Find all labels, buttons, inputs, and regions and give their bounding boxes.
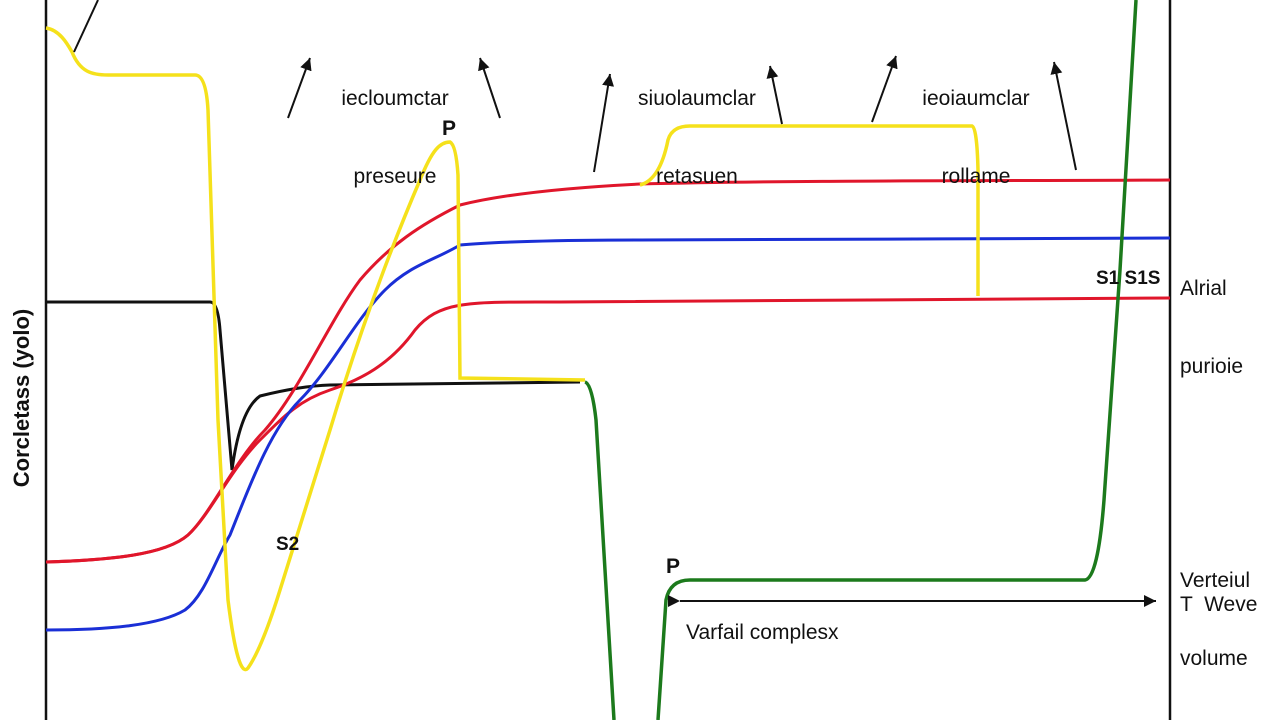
phase2-label: siuolaumclar retasuen: [612, 34, 782, 216]
arrow-top-left: [73, 0, 99, 53]
phase2-label-line2: retasuen: [656, 165, 738, 188]
y-axis-label: Corcletass (yolo): [9, 308, 34, 488]
arial-label-line1: Alrial: [1180, 277, 1227, 300]
phase3-label-line2: rollame: [941, 165, 1011, 188]
arrow-phase2-right: [766, 65, 783, 125]
p-wave-bottom-label: P: [666, 555, 681, 578]
blue-curve: [45, 236, 1171, 632]
arial-label: Alrial purioie: [1180, 224, 1243, 406]
arial-label-line2: purioie: [1180, 355, 1244, 378]
phase3-label-line1: ieoiaumclar: [922, 87, 1030, 110]
p-wave-top-label: P: [442, 117, 457, 140]
t-wave-label: T Weve: [1180, 593, 1258, 616]
phase1-label-line1: iecloumctar: [341, 87, 449, 110]
phase1-label-line2: preseure: [353, 165, 437, 188]
arrow-phase3-left: [871, 55, 898, 123]
verteil-label: Verteiul volume: [1180, 516, 1250, 698]
green-curve: [584, 0, 1138, 720]
verteil-label-line2: volume: [1180, 647, 1248, 670]
arrow-phase2-left: [593, 73, 614, 173]
s-marks-label: S1 S1S: [1096, 268, 1161, 289]
arrow-phase3-right: [1050, 61, 1077, 171]
arrow-phase1-right: [478, 57, 501, 119]
phase1-label: iecloumctar preseure: [320, 34, 470, 216]
yellow-curve: [45, 26, 980, 672]
s2-label: S2: [276, 534, 300, 555]
complex-label: Varfail complesx: [686, 621, 839, 644]
verteil-label-line1: Verteiul: [1180, 569, 1251, 592]
phase3-label: ieoiaumclar rollame: [896, 34, 1056, 216]
arrow-phase1-left: [287, 57, 312, 119]
black-curve: [46, 300, 581, 471]
phase2-label-line1: siuolaumclar: [638, 87, 756, 110]
